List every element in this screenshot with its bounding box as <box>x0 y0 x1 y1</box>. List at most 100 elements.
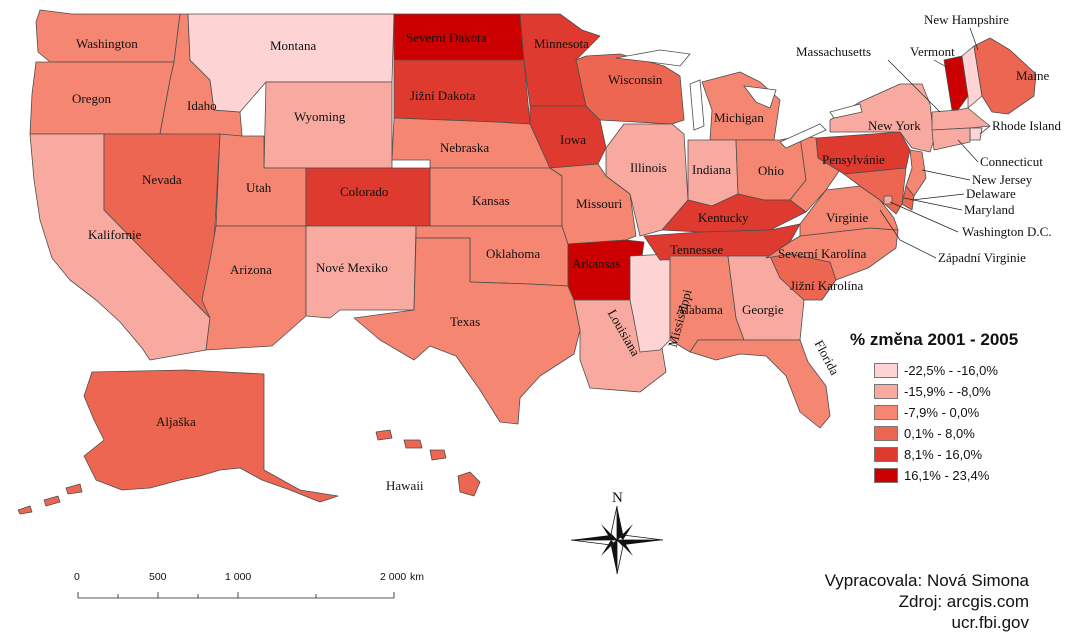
label-oregon: Oregon <box>72 91 111 106</box>
leader-lines <box>879 27 991 259</box>
label-minnesota: Minnesota <box>534 36 589 51</box>
states-layer <box>29 9 1037 503</box>
scale-tick-2000: 2 000 <box>380 571 406 583</box>
label-indiana: Indiana <box>692 162 731 177</box>
label-nebraska: Nebraska <box>440 140 489 155</box>
islands-layer <box>17 429 447 515</box>
state-montana <box>187 13 395 113</box>
label-vermont: Vermont <box>910 44 955 59</box>
scale-tick-1000: 1 000 <box>225 571 251 583</box>
label-jizni-dakota: Jižní Dakota <box>410 88 476 103</box>
legend-item: -15,9% - -8,0% <box>874 381 1073 402</box>
label-montana: Montana <box>270 38 316 53</box>
label-connecticut: Connecticut <box>980 154 1043 169</box>
hawaii-island <box>375 429 393 441</box>
label-nove-mexiko: Nové Mexiko <box>316 260 388 275</box>
label-kansas: Kansas <box>472 193 510 208</box>
legend-item: -7,9% - 0,0% <box>874 402 1073 423</box>
credit-author: Vypracovala: Nová Simona <box>824 571 1029 590</box>
label-pensylvanie: Pensylvánie <box>822 152 885 167</box>
state-virginie <box>799 185 899 237</box>
label-severni-dakota: Severní Dakota <box>406 30 487 45</box>
state-severni-karolina <box>765 227 899 281</box>
label-jizni-karolina: Jižní Karolína <box>790 278 864 293</box>
label-severni-karolina: Severní Karolína <box>778 246 867 261</box>
scale-bar: 0 500 1 000 2 000 km <box>74 571 424 599</box>
label-rhode-island: Rhode Island <box>992 118 1061 133</box>
label-ohio: Ohio <box>758 163 784 178</box>
legend-swatch <box>874 426 898 441</box>
label-alabama: Alabama <box>676 302 723 317</box>
hawaii-island <box>429 449 447 461</box>
legend-title: % změna 2001 - 2005 <box>850 330 1019 349</box>
label-arkansas: Arkansas <box>572 256 620 271</box>
label-wisconsin: Wisconsin <box>608 72 663 87</box>
legend-swatch <box>874 384 898 399</box>
hawaii-island <box>403 439 423 449</box>
legend-label: 8,1% - 16,0% <box>904 447 983 462</box>
state-delaware <box>901 185 915 211</box>
north-arrow: N <box>570 490 664 575</box>
label-tennessee: Tennessee <box>670 242 723 257</box>
label-florida: Florida <box>812 337 843 377</box>
state-washington-d-c <box>883 195 893 205</box>
legend: % změna 2001 - 2005 -22,5% - -16,0% -15,9… <box>848 330 1073 486</box>
scale-tick-0: 0 <box>74 571 80 583</box>
label-texas: Texas <box>450 314 480 329</box>
scale-tick-500: 500 <box>149 571 167 583</box>
label-washington: Washington <box>76 36 138 51</box>
legend-label: -22,5% - -16,0% <box>904 363 998 378</box>
label-georgie: Georgie <box>742 302 784 317</box>
scale-unit: km <box>410 571 424 583</box>
label-colorado: Colorado <box>340 184 388 199</box>
label-maine: Maine <box>1016 68 1049 83</box>
legend-item: -22,5% - -16,0% <box>874 360 1073 381</box>
label-wyoming: Wyoming <box>294 109 346 124</box>
state-aljaska <box>83 369 339 503</box>
label-michigan: Michigan <box>714 110 764 125</box>
legend-label: 16,1% - 23,4% <box>904 468 990 483</box>
credit-source-2: ucr.fbi.gov <box>951 613 1030 632</box>
state-hawaii <box>457 471 481 497</box>
state-florida <box>689 339 831 429</box>
label-utah: Utah <box>246 180 272 195</box>
state-massachusetts <box>931 107 991 131</box>
legend-swatch <box>874 405 898 420</box>
great-lakes <box>615 49 863 149</box>
legend-label: 0,1% - 8,0% <box>904 426 975 441</box>
state-new-hampshire <box>961 45 983 109</box>
label-illinois: Illinois <box>630 160 667 175</box>
alaska-island <box>65 483 83 495</box>
legend-item: 8,1% - 16,0% <box>874 444 1073 465</box>
label-zapadni-virginie: Západní Virginie <box>938 250 1026 265</box>
label-new-hampshire: New Hampshire <box>924 12 1009 27</box>
label-massachusetts: Massachusetts <box>796 44 871 59</box>
state-vermont <box>943 55 969 111</box>
label-hawaii: Hawaii <box>386 478 424 493</box>
label-oklahoma: Oklahoma <box>486 246 540 261</box>
label-aljaska: Aljaška <box>156 414 196 429</box>
state-illinois <box>605 123 689 237</box>
state-maine <box>973 37 1037 115</box>
label-iowa: Iowa <box>560 132 586 147</box>
credits: Vypracovala: Nová Simona Zdroj: arcgis.c… <box>825 570 1029 633</box>
legend-label: -15,9% - -8,0% <box>904 384 991 399</box>
alaska-island <box>17 505 33 515</box>
label-arizona: Arizona <box>230 262 272 277</box>
label-delaware: Delaware <box>966 186 1016 201</box>
legend-swatch <box>874 468 898 483</box>
label-idaho: Idaho <box>187 98 217 113</box>
label-virginie: Virginie <box>826 210 869 225</box>
label-kentucky: Kentucky <box>698 210 749 225</box>
label-maryland: Maryland <box>964 202 1015 217</box>
legend-rows: -22,5% - -16,0% -15,9% - -8,0% -7,9% - 0,0… <box>848 360 1073 486</box>
label-washington-dc: Washington D.C. <box>962 224 1052 239</box>
legend-item: 0,1% - 8,0% <box>874 423 1073 444</box>
label-new-york: New York <box>868 118 921 133</box>
label-kalifornie: Kalifornie <box>88 227 142 242</box>
state-wyoming <box>263 81 393 169</box>
state-texas <box>353 237 581 425</box>
legend-swatch <box>874 447 898 462</box>
label-nevada: Nevada <box>142 172 182 187</box>
state-connecticut <box>931 127 971 151</box>
